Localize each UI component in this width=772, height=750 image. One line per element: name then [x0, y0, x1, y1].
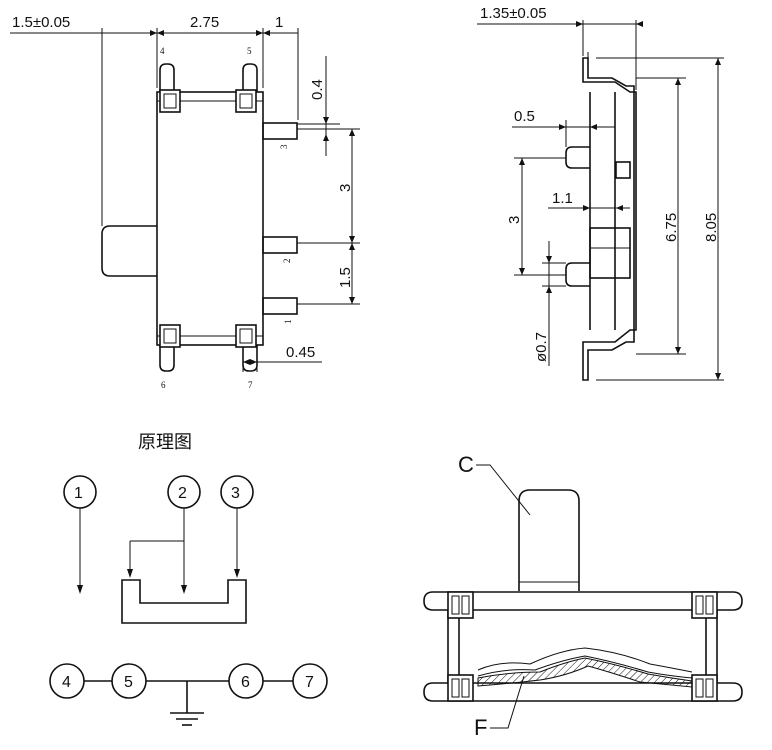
side-actuator	[589, 227, 631, 279]
dim-left-offset: 1.5±0.05	[12, 14, 70, 31]
contact-spring	[477, 647, 693, 673]
dim-pin-width: 0.45	[286, 344, 315, 361]
dim-pin-spacing: 2.75	[190, 14, 219, 31]
bottom-rail	[423, 682, 743, 702]
boss-lower	[565, 262, 590, 287]
pin-4-lug	[159, 63, 175, 92]
dim-pin-length: 0.4	[309, 79, 326, 100]
dim-right-width: 1	[275, 14, 283, 31]
terminal-5-label: 5	[124, 674, 133, 691]
pin-label-1: 1	[283, 320, 293, 325]
pin-label-7: 7	[248, 380, 253, 390]
pin-label-4: 4	[160, 46, 165, 56]
pin-label-5: 5	[247, 46, 252, 56]
pin-2	[262, 236, 298, 254]
terminal-4	[49, 663, 85, 699]
dim-gap: 1.1	[552, 190, 573, 207]
terminal-2-label: 2	[178, 485, 187, 502]
dim-inner-height: 6.75	[663, 213, 680, 242]
terminal-7	[292, 663, 328, 699]
pin-3	[262, 122, 298, 140]
pin-label-6: 6	[161, 380, 166, 390]
dim-boss-pitch: 3	[506, 216, 523, 224]
terminal-5	[111, 663, 147, 699]
side-body-outline	[582, 57, 637, 381]
terminal-4-label: 4	[62, 674, 71, 691]
dim-overall-height: 8.05	[703, 213, 720, 242]
pin-5-lug	[242, 63, 258, 92]
dim-thickness: 1.35±0.05	[480, 5, 547, 22]
schematic-title: 原理图	[138, 432, 192, 453]
slider-actuator	[101, 225, 157, 277]
terminal-1-label: 1	[74, 485, 83, 502]
section-view: C F	[423, 452, 743, 740]
pin-7-lug	[242, 345, 258, 372]
terminal-3-label: 3	[231, 485, 240, 502]
ground-icon	[170, 681, 204, 726]
dim-boss-diameter: ø0.7	[533, 332, 550, 362]
schematic-diagram: 原理图 1 2 3 4 5 6 7	[49, 432, 328, 726]
dim-pitch-3: 3	[337, 184, 354, 192]
boss-upper	[565, 146, 590, 169]
pin-label-2: 2	[282, 259, 292, 264]
top-rail	[423, 591, 743, 611]
actuator-c	[518, 489, 580, 591]
dim-boss-length: 0.5	[514, 108, 535, 125]
side-view: 1.35±0.05 0.5 3 1.1 ø0.7 6.75 8.05	[477, 5, 724, 381]
terminal-6	[228, 663, 264, 699]
switch-body-outline	[156, 91, 264, 346]
terminal-7-label: 7	[305, 674, 314, 691]
slider-contact	[121, 579, 247, 624]
terminal-6-label: 6	[241, 674, 250, 691]
label-c: C	[458, 452, 474, 477]
label-f: F	[474, 715, 487, 740]
front-view: 4 5 6 7 3 2 1 1.5±0.05 2.75 1 3 1.5 0.4	[10, 14, 360, 390]
contact-plate-f	[477, 657, 693, 688]
pin-label-3: 3	[279, 144, 289, 149]
pin-1	[262, 297, 298, 315]
pin-6-lug	[159, 345, 175, 372]
dim-pitch-1-5: 1.5	[337, 267, 354, 288]
